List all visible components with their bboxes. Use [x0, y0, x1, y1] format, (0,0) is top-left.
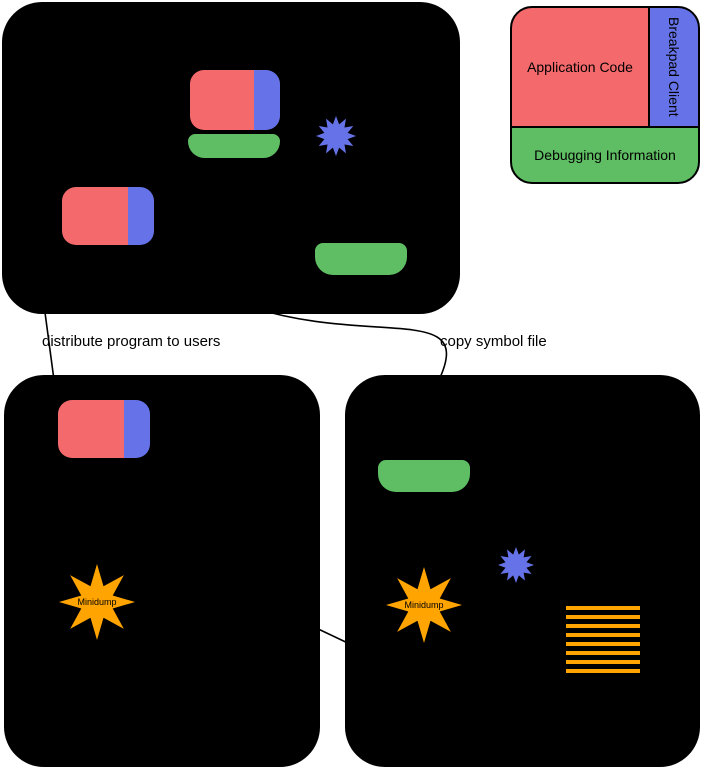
stack-trace-line [566, 633, 640, 637]
breakpad-client-stripe [128, 187, 154, 245]
symbol-file-icon [378, 460, 470, 492]
edge-copy-line [244, 304, 448, 383]
stack-trace-line [566, 624, 640, 628]
legend-breakpad-client: Breakpad Client [650, 8, 698, 126]
debug-info-bar [188, 134, 280, 158]
minidump-label: Minidump [77, 597, 117, 607]
legend-debugging-information: Debugging Information [512, 128, 698, 182]
application-icon [190, 70, 280, 130]
stack-trace-icon [566, 606, 640, 678]
stack-trace-line [566, 606, 640, 610]
legend-application-code: Application Code [512, 8, 648, 126]
stack-trace-line [566, 642, 640, 646]
build-machine-box [2, 2, 460, 314]
minidump-star-icon: Minidump [384, 565, 464, 645]
symbol-file-icon [315, 243, 407, 275]
edge-label-distribute: distribute program to users [42, 333, 221, 350]
breakpad-client-stripe [254, 70, 280, 130]
stack-trace-line [566, 669, 640, 673]
stack-trace-line [566, 651, 640, 655]
legend: Application Code Breakpad Client Debuggi… [510, 6, 700, 184]
application-icon [62, 187, 154, 245]
minidump-star-icon: Minidump [57, 562, 137, 642]
edge-distribute-line [43, 304, 55, 381]
application-with-debug-icon [188, 70, 280, 160]
crash-burst-icon [498, 547, 534, 583]
crash-burst-icon [316, 116, 356, 156]
stack-trace-line [566, 615, 640, 619]
processor-machine-box: Minidump [345, 375, 700, 767]
application-icon [58, 400, 150, 458]
stack-trace-line [566, 660, 640, 664]
breakpad-client-stripe [124, 400, 150, 458]
minidump-label: Minidump [404, 600, 444, 610]
application-code-block [62, 187, 128, 245]
application-code-block [58, 400, 124, 458]
edge-label-copy: copy symbol file [440, 333, 547, 350]
application-code-block [190, 70, 254, 130]
user-machine-box: Minidump [4, 375, 320, 767]
